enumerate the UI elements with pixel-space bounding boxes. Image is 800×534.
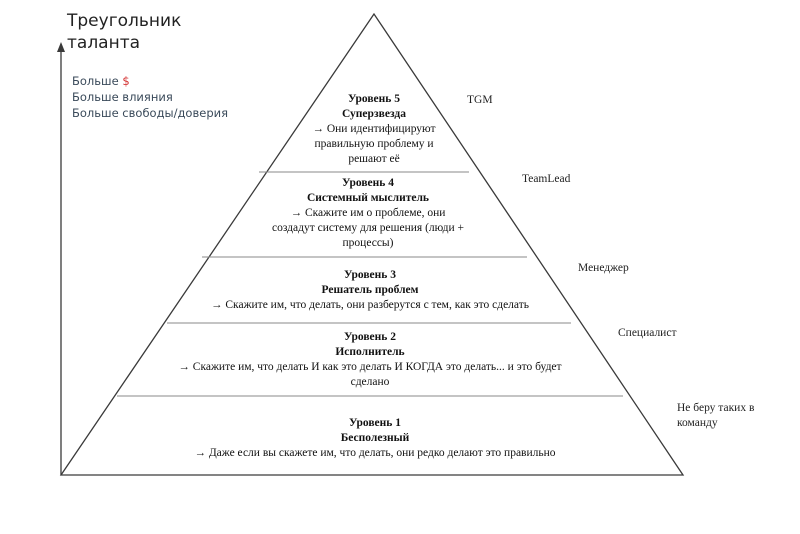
role-label-level-1: Не беру таких в команду	[677, 402, 755, 429]
diagram-title: Треугольник таланта	[67, 11, 182, 53]
level-4-name: Системный мыслитель	[306, 192, 429, 204]
axis-arrowhead	[57, 42, 65, 52]
level-5-title: Уровень 5	[347, 93, 400, 105]
pyramid-outline	[59, 12, 685, 476]
level-3-title: Уровень 3	[343, 269, 396, 281]
level-4-description: → Скажите им о проблеме, они создадут си…	[271, 207, 465, 249]
level-1-name: Бесполезный	[340, 432, 410, 444]
level-4-block: Уровень 4 Системный мыслитель → Скажите …	[268, 176, 468, 251]
level-4-title: Уровень 4	[341, 177, 394, 189]
role-label-level-3: Менеджер	[578, 262, 629, 274]
dollar-sign: $	[122, 74, 130, 88]
level-1-block: Уровень 1 Бесполезный → Даже если вы ска…	[150, 416, 600, 461]
axis-note-more-freedom: Больше свободы/доверия	[72, 106, 229, 120]
level-3-name: Решатель проблем	[321, 284, 419, 296]
axis-notes: Больше $ Больше влияния Больше свободы/д…	[72, 73, 228, 121]
level-2-title: Уровень 2	[343, 331, 396, 343]
level-5-description: → Они идентифицируют правильную проблему…	[312, 123, 436, 165]
level-5-name: Суперзвезда	[342, 108, 406, 120]
role-label-level-4: TeamLead	[522, 173, 571, 185]
level-1-description: → Даже если вы скажете им, что делать, о…	[194, 447, 556, 459]
level-3-description: → Скажите им, что делать, они разберутся…	[211, 299, 529, 311]
level-2-block: Уровень 2 Исполнитель → Скажите им, что …	[170, 330, 570, 390]
role-label-level-5: TGM	[467, 94, 493, 106]
level-1-title: Уровень 1	[348, 417, 401, 429]
axis-note-more-influence: Больше влияния	[72, 90, 173, 104]
level-2-description: → Скажите им, что делать И как это делат…	[178, 361, 562, 388]
level-5-block: Уровень 5 Суперзвезда → Они идентифициру…	[294, 92, 454, 167]
role-label-level-2: Специалист	[618, 327, 677, 339]
level-2-name: Исполнитель	[335, 346, 405, 358]
level-3-block: Уровень 3 Решатель проблем → Скажите им,…	[170, 268, 570, 313]
axis-note-more-money: Больше $	[72, 74, 130, 88]
